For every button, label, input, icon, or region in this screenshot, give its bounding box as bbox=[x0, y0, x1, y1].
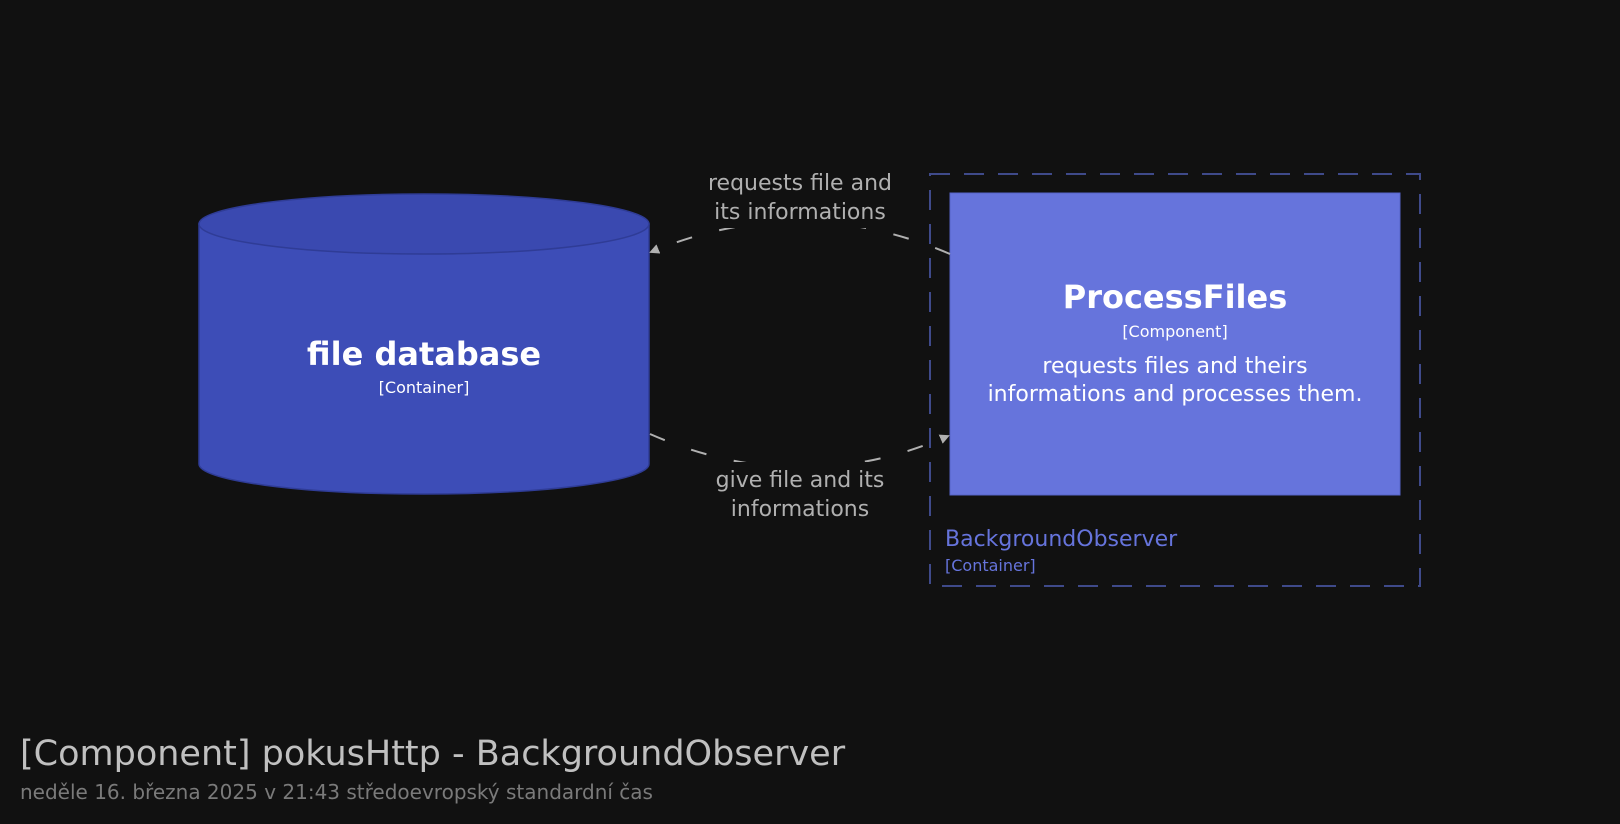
edge-label-line1: give file and its bbox=[716, 468, 885, 493]
diagram-timestamp: neděle 16. března 2025 v 21:43 středoevr… bbox=[20, 780, 653, 804]
relationship-requests[interactable]: requests file and its informations bbox=[649, 166, 951, 255]
component-box bbox=[949, 192, 1401, 496]
process-files-node[interactable]: ProcessFiles [Component] requests files … bbox=[949, 192, 1401, 496]
node-name: ProcessFiles bbox=[1063, 278, 1288, 316]
cylinder-body bbox=[198, 223, 650, 495]
diagram-title: [Component] pokusHttp - BackgroundObserv… bbox=[20, 734, 846, 774]
cylinder-top bbox=[198, 193, 650, 255]
relationship-line bbox=[649, 220, 951, 255]
boundary-type: [Container] bbox=[945, 556, 1036, 575]
edge-label-bg bbox=[700, 462, 900, 524]
node-name: file database bbox=[307, 335, 541, 373]
boundary-box bbox=[929, 173, 1421, 587]
node-description-line1: requests files and theirs bbox=[1042, 354, 1307, 379]
file-database-node[interactable]: file database [Container] bbox=[198, 193, 650, 495]
edge-label-line1: requests file and bbox=[708, 171, 892, 196]
node-type: [Container] bbox=[379, 378, 470, 397]
relationship-give[interactable]: give file and its informations bbox=[649, 433, 950, 524]
relationship-line bbox=[649, 433, 950, 469]
edge-label-bg bbox=[700, 166, 900, 228]
boundary-name: BackgroundObserver bbox=[945, 527, 1178, 552]
node-description-line2: informations and processes them. bbox=[988, 382, 1363, 407]
node-type: [Component] bbox=[1122, 322, 1227, 341]
edge-label-line2: informations bbox=[731, 497, 869, 522]
edge-label-line2: its informations bbox=[714, 200, 886, 225]
